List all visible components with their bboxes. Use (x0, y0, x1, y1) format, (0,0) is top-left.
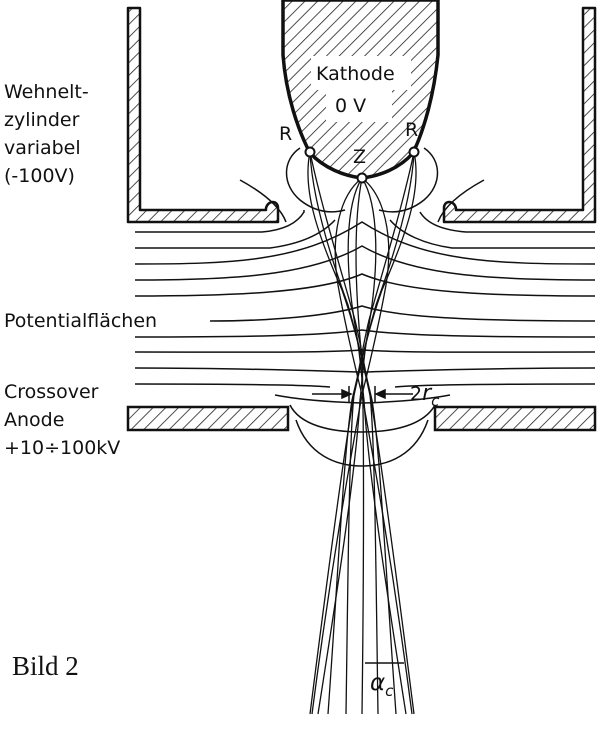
right-rim-label: R (405, 119, 418, 141)
equipotential-lines (134, 147, 596, 467)
left-rim-label: R (279, 123, 292, 145)
tip-label: Z (353, 146, 366, 168)
anode-plates (126, 405, 597, 432)
tip-point (356, 172, 368, 184)
figure-caption: Bild 2 (12, 651, 79, 681)
crossover-label: Crossover (4, 381, 99, 403)
convergence-angle-label: αc (370, 670, 394, 700)
cathode (281, 0, 440, 180)
right-rim-point (408, 146, 420, 158)
electron-trajectories (307, 151, 417, 715)
emission-points (304, 146, 420, 184)
crossover-size-label: 2rc (410, 381, 440, 410)
wehnelt-label-1: Wehnelt- (4, 81, 89, 103)
crossover-size-marker (312, 386, 413, 402)
wehnelt-label-4: (-100V) (4, 165, 75, 187)
left-rim-point (304, 146, 316, 158)
wehnelt-label-2: zylinder (4, 109, 80, 131)
potential-surfaces-label: Potentialflächen (4, 310, 157, 332)
cathode-voltage: 0 V (335, 95, 366, 117)
cathode-label: Kathode (316, 63, 395, 85)
wehnelt-label-3: variabel (4, 137, 81, 159)
anode-voltage: +10÷100kV (4, 437, 120, 459)
anode-label: Anode (4, 409, 64, 431)
